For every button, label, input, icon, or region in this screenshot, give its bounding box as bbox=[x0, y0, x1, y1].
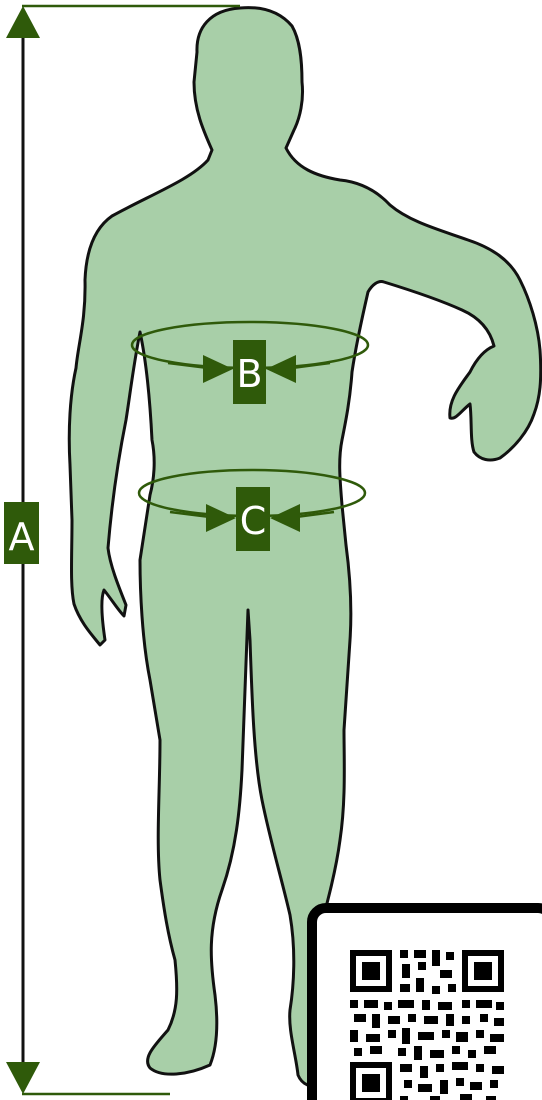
label-b: B bbox=[236, 352, 262, 396]
qr-finder-bottom-left bbox=[350, 1062, 392, 1100]
qr-finder-top-left bbox=[350, 950, 392, 992]
height-arrow-top-icon bbox=[6, 6, 40, 38]
height-arrow-bottom-icon bbox=[6, 1062, 40, 1094]
qr-finder-top-right bbox=[462, 950, 504, 992]
label-a: A bbox=[9, 515, 35, 559]
qr-code-icon[interactable] bbox=[312, 908, 542, 1100]
label-c: C bbox=[240, 499, 267, 543]
